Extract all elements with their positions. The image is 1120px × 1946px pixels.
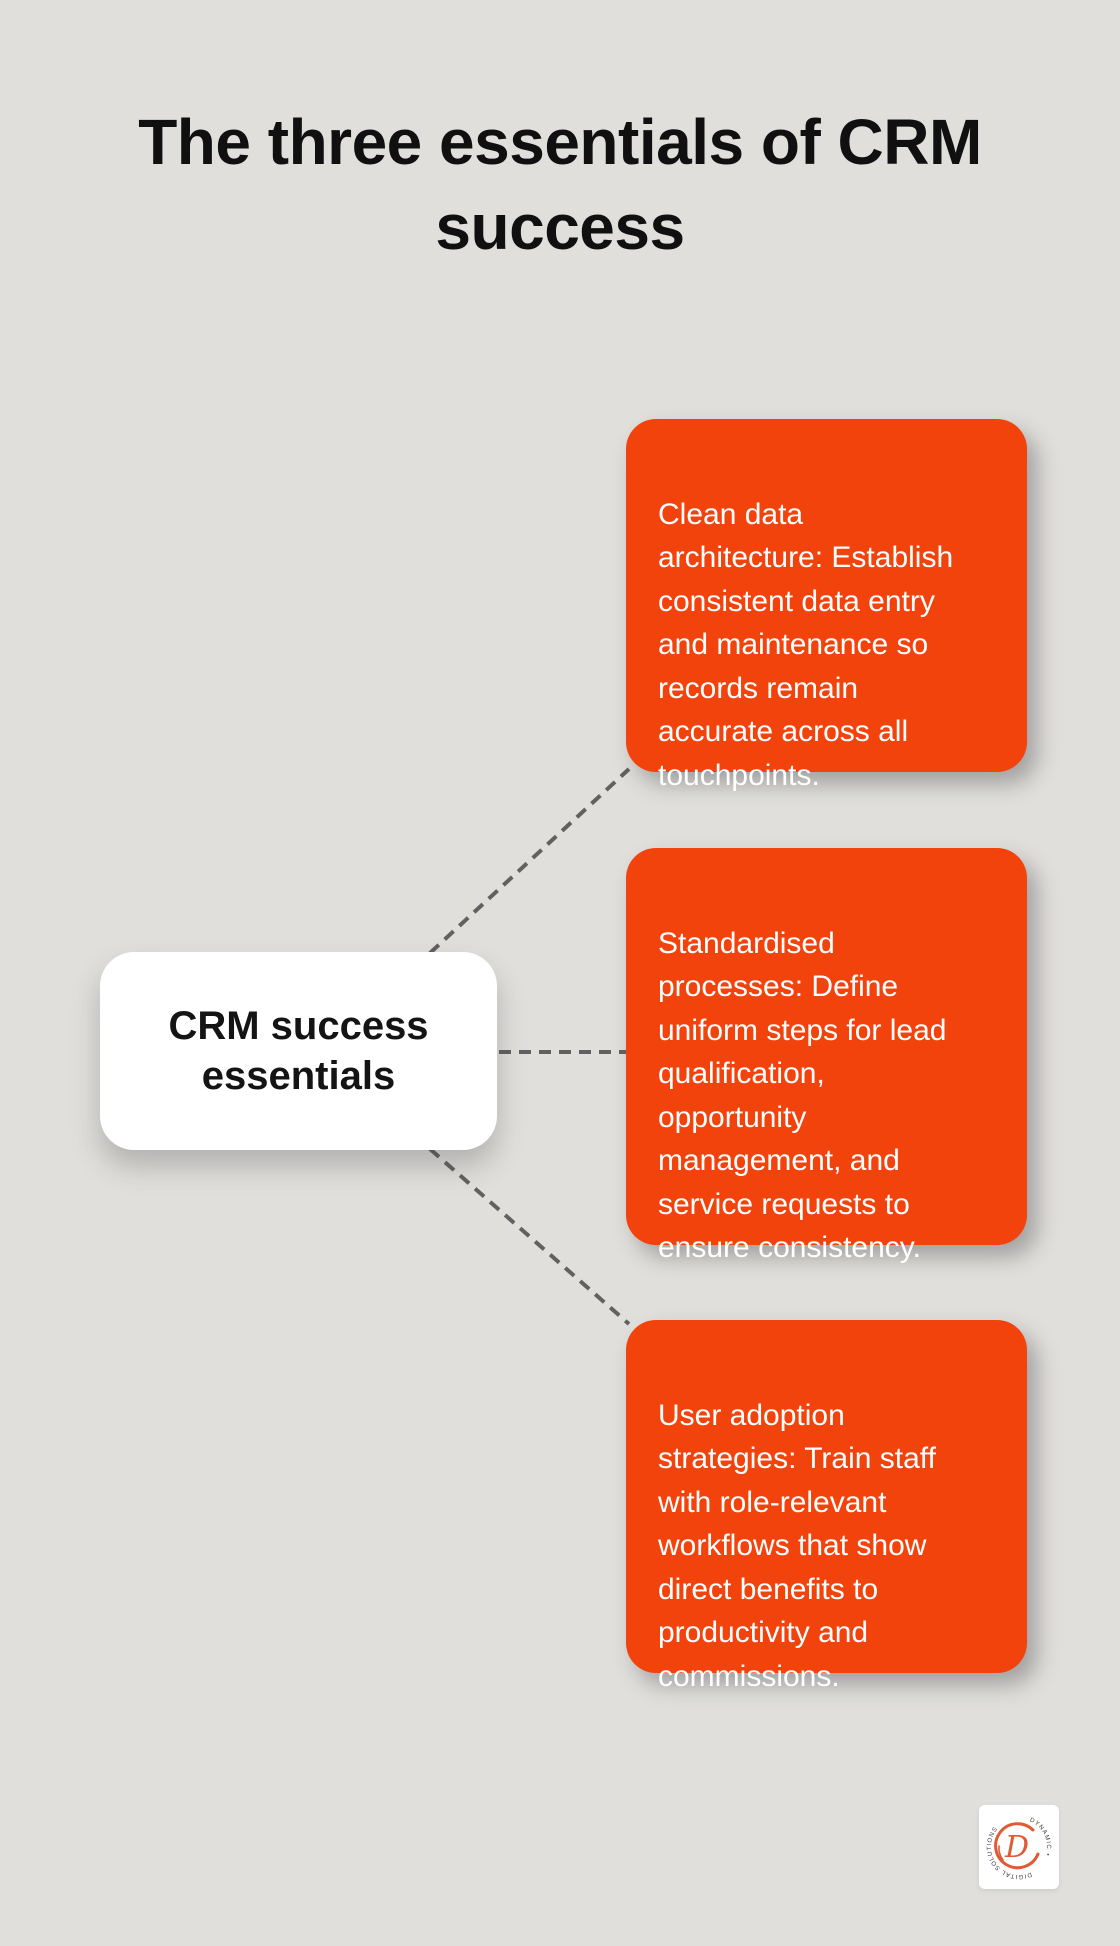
- center-node-label: CRM success essentials: [168, 1004, 429, 1098]
- card-standardised-processes: Standardised processes: Define uniform s…: [626, 848, 1027, 1264]
- card-clean-data-text: Clean data architecture: Establish consi…: [658, 497, 954, 792]
- card-user-adoption-text: User adoption strategies: Train staff wi…: [658, 1398, 936, 1693]
- brand-logo-stamp-icon: D DYNAMIC • DIGITAL SOLUTIONS: [986, 1816, 1052, 1880]
- logo-monogram: D: [1004, 1830, 1029, 1865]
- logo-circle-inner-stroke: [998, 1845, 1004, 1861]
- connector-bottom: [428, 1147, 631, 1326]
- card-user-adoption-strategies: User adoption strategies: Train staff wi…: [626, 1320, 1027, 1693]
- center-node-crm-success-essentials: CRM success essentials: [100, 952, 497, 1150]
- card-standardised-processes-text: Standardised processes: Define uniform s…: [658, 926, 947, 1265]
- svg-text:DYNAMIC •: DYNAMIC •: [1028, 1816, 1052, 1857]
- logo-circle-stroke: [994, 1822, 1040, 1870]
- card-clean-data-architecture: Clean data architecture: Establish consi…: [626, 419, 1027, 792]
- brand-logo: D DYNAMIC • DIGITAL SOLUTIONS: [979, 1805, 1059, 1889]
- connector-top: [428, 767, 631, 955]
- logo-brand-top-text: DYNAMIC •: [1028, 1816, 1050, 1857]
- page-title: The three essentials of CRM success: [138, 106, 982, 263]
